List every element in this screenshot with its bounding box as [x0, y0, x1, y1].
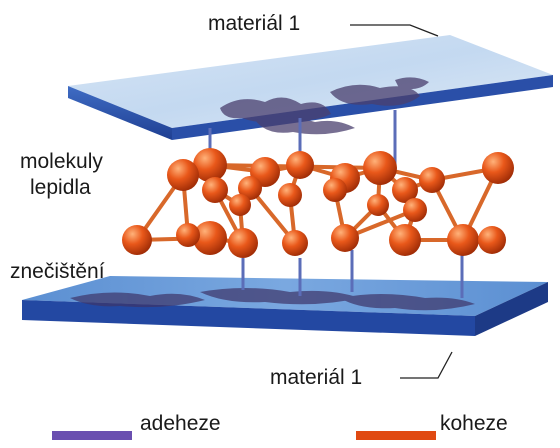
molecule-atom: [122, 225, 152, 255]
molecule-atom: [331, 224, 359, 252]
molecule-atom: [323, 178, 347, 202]
legend-swatch-adhesion: [52, 431, 132, 440]
top-material-leader: [350, 25, 438, 36]
adhesive-molecules: [122, 148, 514, 258]
molecule-atom: [363, 151, 397, 185]
molecule-atom: [447, 224, 479, 256]
bottom-material-plate: [22, 276, 548, 336]
molecule-atom: [229, 194, 251, 216]
molecule-atom: [278, 183, 302, 207]
molecule-atom: [482, 152, 514, 184]
top-material-plate: [68, 35, 553, 140]
molecule-atom: [389, 224, 421, 256]
molecule-atom: [367, 194, 389, 216]
molecule-atom: [403, 198, 427, 222]
label-molecules-line2: lepidla: [30, 176, 91, 200]
molecule-atom: [167, 159, 199, 191]
legend-swatch-cohesion: [356, 431, 436, 440]
molecule-atom: [282, 230, 308, 256]
molecule-atom: [176, 223, 200, 247]
molecule-atom: [228, 228, 258, 258]
label-bottom-material: materiál 1: [270, 366, 362, 390]
molecule-atom: [286, 151, 314, 179]
label-top-material: materiál 1: [208, 12, 300, 36]
legend-label-cohesion: koheze: [440, 412, 508, 436]
molecule-atom: [478, 226, 506, 254]
label-molecules-line1: molekuly: [20, 150, 103, 174]
legend-label-adhesion: adeheze: [140, 412, 221, 436]
label-contamination: znečištění: [10, 260, 105, 284]
molecule-atom: [419, 167, 445, 193]
molecule-atom: [202, 177, 228, 203]
bottom-material-leader: [400, 352, 452, 378]
